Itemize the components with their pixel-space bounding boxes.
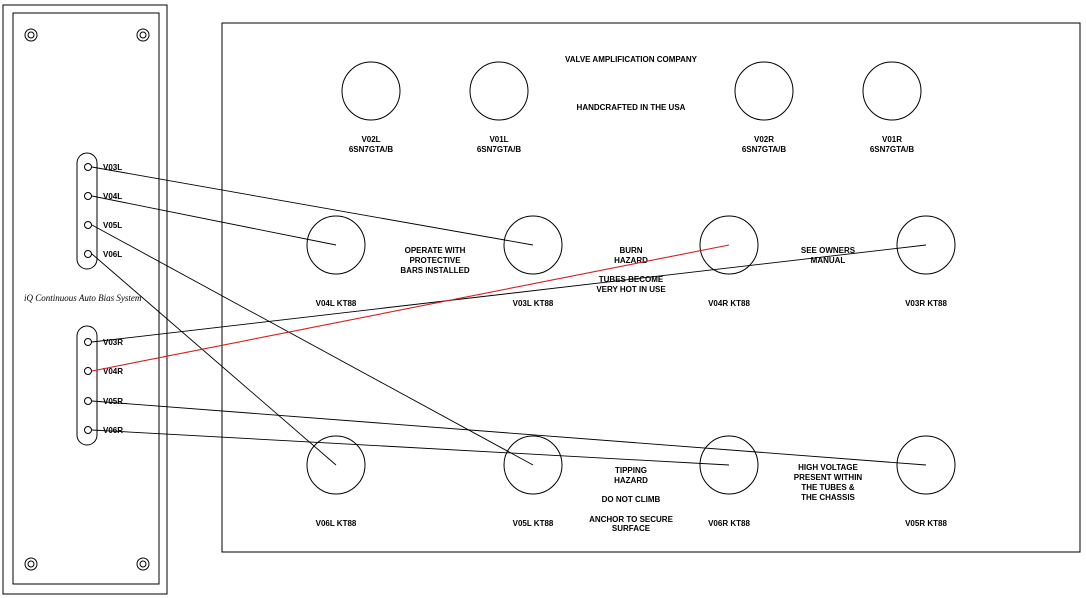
pin-v03l [84, 163, 92, 171]
tube-type-v01r: 6SN7GTA/B [870, 145, 915, 154]
svg-text:HAZARD: HAZARD [614, 476, 648, 485]
tube-socket-v01l [469, 61, 529, 121]
svg-text:SURFACE: SURFACE [612, 524, 651, 533]
tube-socket-v04l [306, 215, 366, 275]
bias-board: V03L V04L V05L V06L V03R V04R V05R V06R … [2, 4, 168, 595]
svg-text:SEE OWNERS: SEE OWNERS [801, 246, 856, 255]
tube-label-v05r: V05R KT88 [905, 519, 947, 528]
warning-operate: OPERATE WITH PROTECTIVE BARS INSTALLED [400, 246, 469, 275]
wire-v03l [91, 166, 534, 246]
right-connector-block [76, 325, 98, 446]
bias-wires [91, 166, 927, 466]
svg-text:THE CHASSIS: THE CHASSIS [801, 493, 855, 502]
bias-system-title: iQ Continuous Auto Bias System [24, 293, 142, 303]
screw-icon [136, 28, 150, 42]
pin-v06l [84, 250, 92, 258]
tube-label-v06r: V06R KT88 [708, 519, 750, 528]
handcrafted-text: HANDCRAFTED IN THE USA [577, 103, 686, 112]
svg-text:THE TUBES &: THE TUBES & [801, 483, 855, 492]
screw-icon [24, 557, 38, 571]
tube-socket-v03l [503, 215, 563, 275]
svg-text:BARS INSTALLED: BARS INSTALLED [400, 266, 469, 275]
wire-v06r [91, 429, 730, 466]
tube-label-v03l: V03L KT88 [513, 299, 554, 308]
svg-text:PROTECTIVE: PROTECTIVE [409, 256, 461, 265]
warning-manual: SEE OWNERS MANUAL [801, 246, 856, 265]
pin-label-v03l: V03L [103, 163, 122, 172]
tube-socket-v03r [896, 215, 956, 275]
tube-label-v01r: V01R [882, 135, 902, 144]
svg-text:BURN: BURN [619, 246, 642, 255]
pin-label-v05r: V05R [103, 397, 123, 406]
tube-label-v03r: V03R KT88 [905, 299, 947, 308]
wire-v05r [91, 400, 927, 466]
pin-v05r [84, 397, 92, 405]
tube-label-v06l: V06L KT88 [316, 519, 357, 528]
svg-text:MANUAL: MANUAL [811, 256, 846, 265]
tube-socket-v05r [896, 435, 956, 495]
wire-v05l [91, 224, 534, 466]
screw-icon [136, 557, 150, 571]
pin-label-v06l: V06L [103, 250, 122, 259]
pin-label-v05l: V05L [103, 221, 122, 230]
tube-socket-v05l [503, 435, 563, 495]
warning-climb: DO NOT CLIMB [602, 495, 661, 504]
warning-anchor: ANCHOR TO SECURE SURFACE [589, 515, 674, 533]
bias-board-outer [2, 4, 168, 595]
tube-socket-v01r [862, 61, 922, 121]
svg-text:HAZARD: HAZARD [614, 256, 648, 265]
tube-label-v05l: V05L KT88 [513, 519, 554, 528]
svg-text:OPERATE WITH: OPERATE WITH [405, 246, 466, 255]
tube-label-v04r: V04R KT88 [708, 299, 750, 308]
pin-v03r [84, 338, 92, 346]
pin-label-v04r: V04R [103, 367, 123, 376]
wire-v03r [91, 244, 927, 343]
warning-burn: BURN HAZARD [614, 246, 648, 265]
tube-type-v02l: 6SN7GTA/B [349, 145, 394, 154]
wire-v04l [91, 195, 337, 246]
pin-label-v04l: V04L [103, 192, 122, 201]
tube-socket-v02l [341, 61, 401, 121]
tube-label-v02r: V02R [754, 135, 774, 144]
tube-label-v01l: V01L [489, 135, 508, 144]
tube-socket-v06l [306, 435, 366, 495]
warning-voltage: HIGH VOLTAGE PRESENT WITHIN THE TUBES & … [794, 463, 863, 502]
bias-board-inner [12, 12, 160, 585]
amplifier-panel: VALVE AMPLIFICATION COMPANY HANDCRAFTED … [221, 22, 1081, 553]
tube-label-v02l: V02L [361, 135, 380, 144]
svg-text:VERY HOT IN USE: VERY HOT IN USE [596, 285, 666, 294]
svg-text:HIGH VOLTAGE: HIGH VOLTAGE [798, 463, 858, 472]
wire-v06l [91, 253, 337, 466]
tube-type-v02r: 6SN7GTA/B [742, 145, 787, 154]
svg-text:PRESENT WITHIN: PRESENT WITHIN [794, 473, 863, 482]
panel-outline [221, 22, 1081, 553]
pin-label-v03r: V03R [103, 338, 123, 347]
tube-socket-v02r [734, 61, 794, 121]
pin-v05l [84, 221, 92, 229]
svg-text:TIPPING: TIPPING [615, 466, 647, 475]
pin-v06r [84, 426, 92, 434]
pin-v04r [84, 367, 92, 375]
tube-socket-v06r [699, 435, 759, 495]
pin-label-v06r: V06R [103, 426, 123, 435]
warning-tipping: TIPPING HAZARD [614, 466, 648, 485]
screw-icon [24, 28, 38, 42]
tube-socket-v04r [699, 215, 759, 275]
tube-type-v01l: 6SN7GTA/B [477, 145, 522, 154]
wire-v04r [91, 244, 730, 372]
company-name: VALVE AMPLIFICATION COMPANY [565, 55, 698, 64]
warning-hot: TUBES BECOME VERY HOT IN USE [596, 275, 666, 294]
tube-label-v04l: V04L KT88 [316, 299, 357, 308]
left-connector-block [76, 152, 98, 270]
pin-v04l [84, 192, 92, 200]
svg-text:ANCHOR TO SECURE: ANCHOR TO SECURE [589, 515, 674, 524]
